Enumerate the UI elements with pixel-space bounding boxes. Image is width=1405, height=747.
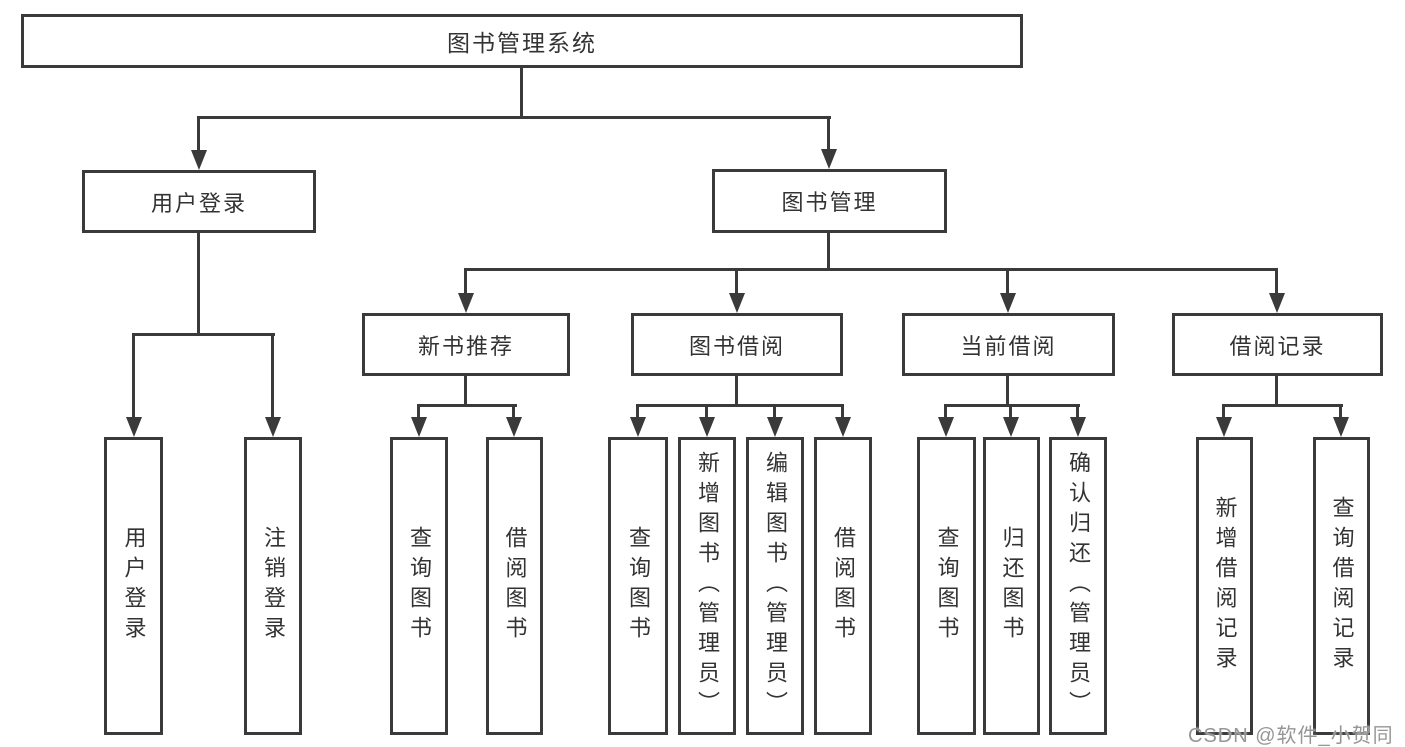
leaf-add-book: 新增图书（管理员）: [678, 437, 736, 735]
leaf-add-record-label: 新增借阅记录: [1212, 496, 1238, 676]
arrowhead-leaf-add-record: [1216, 417, 1232, 437]
leaf-query-books-2: 查询图书: [608, 437, 668, 735]
connector-borrow-records-stem: [1275, 376, 1278, 407]
leaf-confirm-return: 确认归还（管理员）: [1049, 437, 1107, 735]
arrowhead-new-books: [458, 293, 474, 313]
connector-group2-bus: [417, 404, 517, 407]
leaf-confirm-return-label: 确认归还（管理员）: [1066, 451, 1091, 721]
leaf-edit-book: 编辑图书（管理员）: [746, 437, 804, 735]
connector-to-leaf-borrow2: [841, 404, 844, 429]
connector-level2-bus: [464, 268, 1278, 271]
arrowhead-leaf-query1: [411, 417, 427, 437]
connector-to-leaf-user-login: [132, 333, 135, 425]
connector-to-current-borrow: [1006, 268, 1009, 301]
node-borrow-records-label: 借阅记录: [1229, 333, 1326, 359]
connector-group5-bus: [1222, 404, 1343, 407]
arrowhead-leaf-edit-book: [767, 417, 783, 437]
arrowhead-book-mgmt: [821, 149, 837, 169]
connector-to-user-login: [197, 116, 200, 160]
connector-to-borrow-records: [1275, 268, 1278, 301]
arrowhead-leaf-logout: [265, 417, 281, 437]
connector-to-leaf-add-record: [1222, 404, 1225, 429]
arrowhead-book-borrow: [729, 293, 745, 313]
node-book-borrow: 图书借阅: [631, 313, 843, 376]
leaf-query-books-3-label: 查询图书: [934, 526, 960, 646]
connector-to-leaf-borrow1: [512, 404, 515, 429]
connector-to-leaf-logout: [271, 333, 274, 425]
node-book-borrow-label: 图书借阅: [688, 333, 785, 359]
connector-user-login-stem: [197, 233, 200, 336]
connector-new-books-stem: [464, 376, 467, 407]
node-current-borrow-label: 当前借阅: [960, 333, 1057, 359]
arrowhead-leaf-query3: [938, 417, 954, 437]
arrowhead-leaf-query2: [630, 417, 646, 437]
leaf-query-books-1: 查询图书: [390, 437, 448, 735]
connector-to-leaf-query2: [636, 404, 639, 429]
connector-to-book-mgmt: [827, 116, 830, 160]
leaf-add-book-label: 新增图书（管理员）: [695, 451, 720, 721]
node-root-label: 图书管理系统: [447, 30, 597, 56]
connector-to-leaf-add-book: [705, 404, 708, 429]
arrowhead-leaf-borrow2: [835, 417, 851, 437]
node-borrow-records: 借阅记录: [1172, 313, 1383, 376]
leaf-logout: 注销登录: [244, 437, 302, 735]
arrowhead-leaf-return: [1003, 417, 1019, 437]
leaf-borrow-books-2-label: 借阅图书: [831, 526, 856, 646]
leaf-logout-label: 注销登录: [261, 526, 286, 646]
connector-to-leaf-query-record: [1339, 404, 1342, 429]
leaf-query-record: 查询借阅记录: [1313, 437, 1370, 735]
arrowhead-leaf-confirm-return: [1070, 417, 1086, 437]
leaf-query-books-3: 查询图书: [917, 437, 976, 735]
connector-to-leaf-confirm-return: [1076, 404, 1079, 429]
arrowhead-leaf-add-book: [699, 417, 715, 437]
connector-to-leaf-edit-book: [773, 404, 776, 429]
node-current-borrow: 当前借阅: [902, 313, 1115, 376]
leaf-borrow-books-1-label: 借阅图书: [502, 526, 528, 646]
connector-book-mgmt-stem: [827, 233, 830, 270]
connector-to-new-books: [464, 268, 467, 301]
node-book-mgmt: 图书管理: [712, 169, 947, 233]
connector-to-leaf-query1: [417, 404, 420, 429]
connector-group1-bus: [132, 333, 275, 336]
node-user-login-label: 用户登录: [150, 190, 247, 216]
node-new-books-label: 新书推荐: [417, 333, 514, 359]
connector-root-stem: [520, 68, 523, 118]
arrowhead-user-login: [191, 150, 207, 170]
arrowhead-current-borrow: [1000, 293, 1016, 313]
leaf-query-books-2-label: 查询图书: [626, 526, 651, 646]
arrowhead-leaf-user-login: [126, 417, 142, 437]
connector-group4-bus: [944, 404, 1080, 407]
csdn-watermark: CSDN @软件_小贺同学: [1188, 725, 1394, 747]
leaf-query-books-1-label: 查询图书: [407, 526, 432, 646]
connector-group3-bus: [636, 404, 844, 407]
arrowhead-leaf-borrow1: [506, 417, 522, 437]
leaf-borrow-books-2: 借阅图书: [814, 437, 872, 735]
connector-book-borrow-stem: [735, 376, 738, 407]
arrowhead-leaf-query-record: [1333, 417, 1349, 437]
leaf-user-login: 用户登录: [104, 437, 163, 735]
leaf-return-book-label: 归还图书: [999, 526, 1025, 646]
leaf-borrow-books-1: 借阅图书: [486, 437, 543, 735]
leaf-return-book: 归还图书: [983, 437, 1040, 735]
connector-level1-bus: [197, 116, 831, 119]
arrowhead-borrow-records: [1269, 293, 1285, 313]
connector-to-book-borrow: [735, 268, 738, 301]
node-user-login: 用户登录: [82, 170, 316, 233]
connector-current-borrow-stem: [1006, 376, 1009, 407]
leaf-edit-book-label: 编辑图书（管理员）: [763, 451, 788, 721]
leaf-add-record: 新增借阅记录: [1196, 437, 1253, 735]
leaf-query-record-label: 查询借阅记录: [1329, 496, 1355, 676]
connector-to-leaf-return: [1009, 404, 1012, 429]
connector-to-leaf-query3: [944, 404, 947, 429]
leaf-user-login-label: 用户登录: [121, 526, 147, 646]
node-new-books: 新书推荐: [362, 313, 570, 376]
node-root: 图书管理系统: [21, 14, 1023, 68]
node-book-mgmt-label: 图书管理: [781, 190, 878, 215]
